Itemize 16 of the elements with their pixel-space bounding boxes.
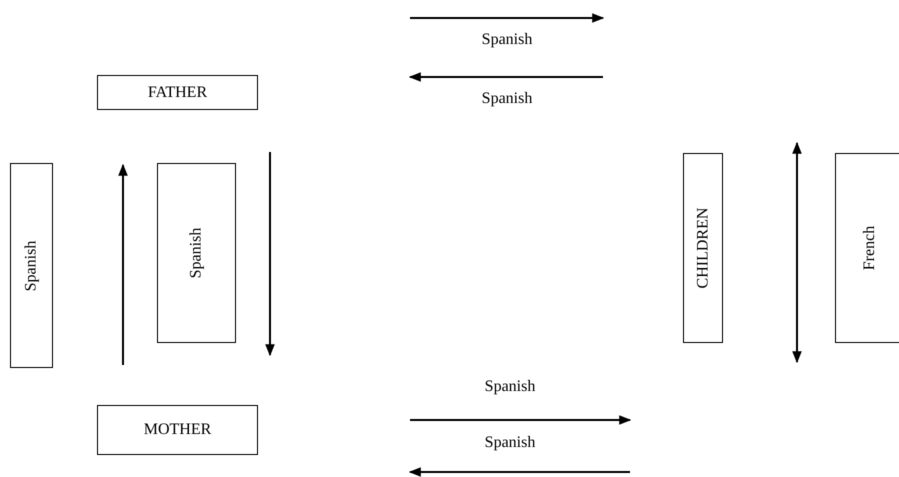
arrow-label: Spanish — [484, 435, 536, 451]
box-label: French — [860, 226, 879, 270]
box-label: FATHER — [148, 82, 208, 102]
box-label: CHILDREN — [693, 208, 712, 288]
text-box — [97, 405, 258, 455]
text-box — [97, 75, 258, 110]
arrow-label: Spanish — [484, 379, 536, 395]
text-box — [10, 163, 53, 368]
text-box — [683, 153, 723, 343]
box-label: Spanish — [22, 240, 40, 291]
arrow-label: Spanish — [482, 32, 532, 48]
arrow-label: Spanish — [482, 91, 532, 107]
box-label: MOTHER — [144, 420, 212, 440]
text-box — [835, 153, 899, 343]
text-box — [157, 163, 236, 343]
box-label: Spanish — [186, 228, 206, 278]
